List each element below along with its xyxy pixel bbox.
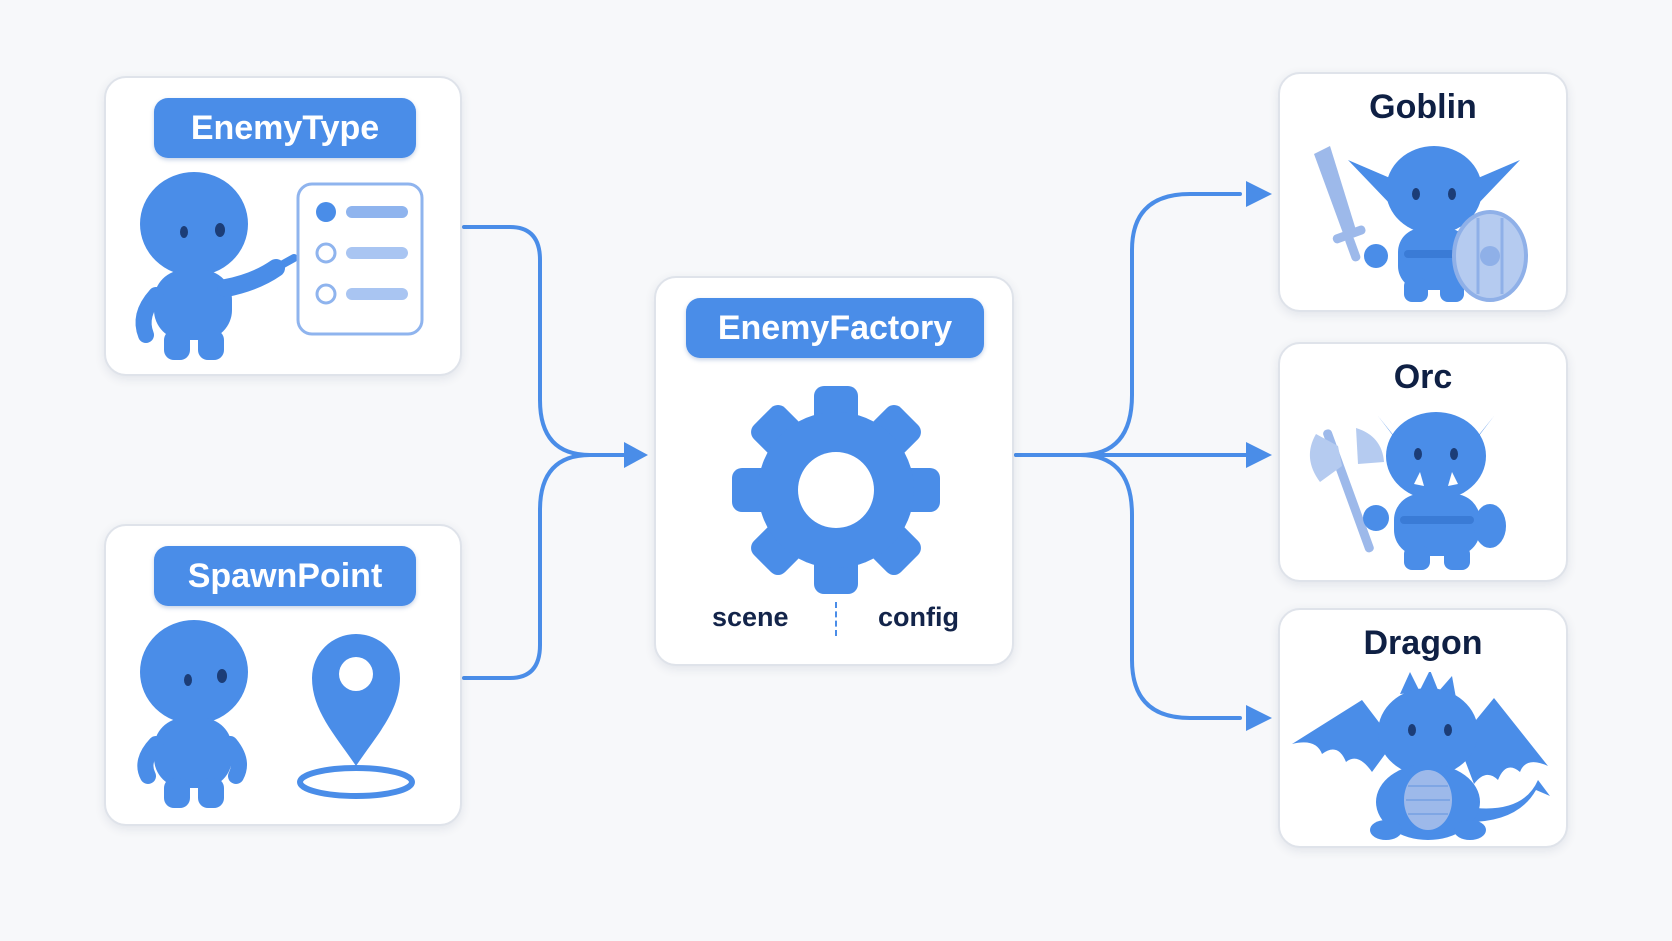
arrowhead-orc [1246,442,1272,468]
gear-icon [732,386,940,594]
connector-spawnpoint-to-factory [462,453,592,680]
arrowhead-factory [624,442,648,468]
enemyfactory-label: EnemyFactory [686,298,984,358]
enemyfactory-card: EnemyFactory scene config [654,276,1014,666]
dragon-title: Dragon [1363,624,1483,662]
orc-with-axe-icon [1309,412,1506,570]
dragon-icon [1292,672,1550,840]
goblin-title: Goblin [1369,88,1477,126]
factory-param-config: config [878,602,959,632]
orc-card: Orc [1278,342,1568,582]
arrowhead-goblin [1246,181,1272,207]
spawnpoint-card: SpawnPoint [104,524,462,826]
enemytype-card: EnemyType [104,76,462,376]
connector-factory-to-goblin [1014,192,1242,457]
param-divider [835,602,837,636]
spawnpoint-label: SpawnPoint [154,546,416,606]
goblin-with-sword-and-shield-icon [1314,146,1528,302]
figure-with-location-pin-icon [137,620,415,808]
arrowhead-dragon [1246,705,1272,731]
orc-title: Orc [1393,358,1453,396]
figure-with-option-list-icon [135,172,424,360]
enemytype-label: EnemyType [154,98,416,158]
dragon-card: Dragon [1278,608,1568,848]
factory-param-scene: scene [712,602,789,632]
goblin-card: Goblin [1278,72,1568,312]
connector-factory-to-dragon [1078,453,1242,720]
connector-enemytype-to-factory [462,225,630,457]
